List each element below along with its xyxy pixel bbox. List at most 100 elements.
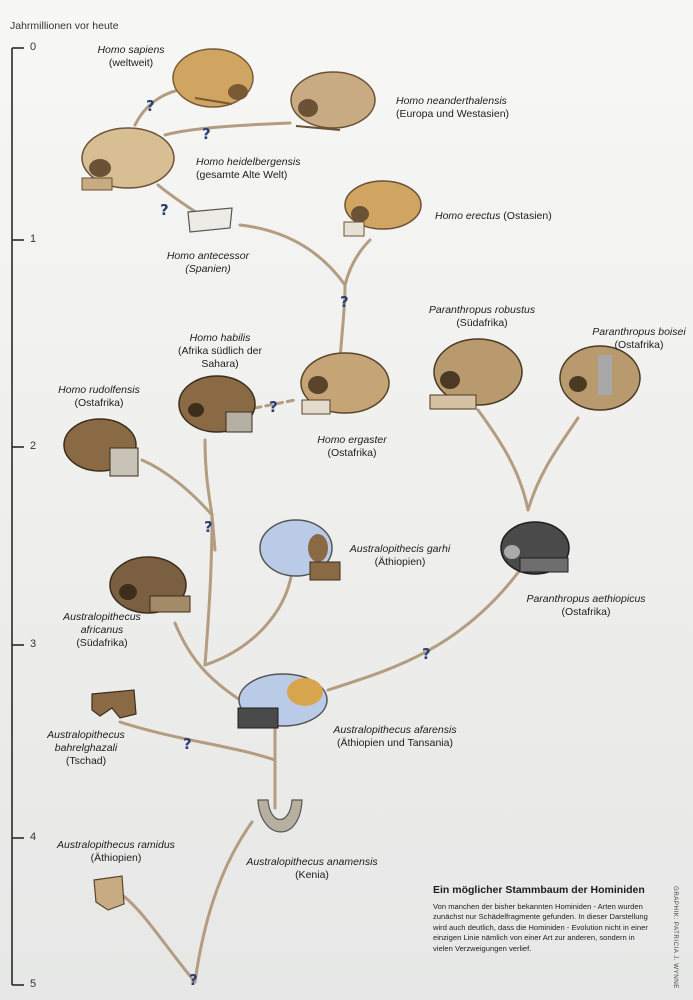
branch-habilis-ergaster — [253, 398, 297, 410]
axis-tick-label-0: 0 — [30, 41, 37, 53]
branch-bahrelghazali — [118, 720, 277, 762]
skull-australopithecus-ramidus — [93, 875, 125, 911]
label-australopithecus-bahrelghazali: Australopithecus bahrelghazali (Tschad) — [34, 729, 138, 768]
branch-boisei — [526, 416, 580, 512]
species-region: (gesamte Alte Welt) — [196, 169, 288, 181]
label-paranthropus-aethiopicus: Paranthropus aethiopicus (Ostafrika) — [520, 593, 652, 619]
branch-ergaster-up — [338, 283, 347, 362]
skull-homo-antecessor — [187, 207, 233, 233]
label-homo-erectus: Homo erectus (Ostasien) — [435, 210, 552, 223]
label-australopithecus-garhi: Australopithecis garhi (Äthiopien) — [334, 543, 466, 569]
species-name-line1: Australopithecus — [63, 611, 141, 623]
species-region: (Äthiopien) — [90, 852, 142, 864]
info-box: Ein möglicher Stammbaum der Hominiden Vo… — [433, 884, 648, 954]
species-name: Paranthropus robustus — [428, 304, 536, 316]
species-region: (Spanien) — [185, 263, 231, 275]
skull-homo-sapiens — [172, 48, 254, 108]
label-australopithecus-anamensis: Australopithecus anamensis (Kenia) — [232, 856, 392, 882]
skull-homo-ergaster — [300, 352, 390, 415]
question-mark-neanderthalensis: ? — [202, 125, 211, 143]
skull-australopithecus-anamensis — [257, 799, 303, 833]
label-homo-habilis: Homo habilis (Afrika südlich der Sahara) — [168, 332, 272, 371]
branch-erectus — [343, 238, 372, 287]
species-name: Australopithecus ramidus — [57, 839, 175, 851]
label-paranthropus-boisei: Paranthropus boisei (Ostafrika) — [584, 326, 693, 352]
species-region-line1: (Afrika südlich der — [177, 345, 263, 357]
branch-robustus — [476, 408, 530, 512]
axis-tick-label-4: 4 — [30, 831, 37, 843]
branch-neanderthalensis — [163, 121, 292, 137]
species-region: (Ostafrika) — [614, 339, 664, 351]
skull-homo-neanderthalensis — [290, 71, 376, 131]
species-region: (Ostasien) — [503, 210, 552, 222]
species-region: (weltweit) — [108, 57, 154, 69]
label-homo-neanderthalensis: Homo neanderthalensis (Europa und Westas… — [396, 95, 509, 121]
label-paranthropus-robustus: Paranthropus robustus (Südafrika) — [420, 304, 544, 330]
branch-rudolfensis — [140, 458, 214, 517]
skull-homo-habilis — [178, 375, 256, 433]
label-homo-sapiens: Homo sapiens (weltweit) — [88, 44, 174, 70]
label-australopithecus-africanus: Australopithecus africanus (Südafrika) — [50, 611, 154, 650]
skull-homo-erectus — [343, 180, 422, 237]
branches — [113, 88, 580, 984]
skull-australopithecus-garhi — [259, 519, 341, 581]
species-name: Homo erectus — [435, 210, 501, 222]
species-name-line1: Australopithecus — [47, 729, 125, 741]
skull-australopithecus-afarensis — [237, 673, 328, 729]
branch-aethiopicus — [326, 568, 522, 692]
species-name: Australopithecis garhi — [349, 543, 451, 555]
question-mark-bahrelghazali: ? — [183, 735, 192, 753]
info-title: Ein möglicher Stammbaum der Hominiden — [433, 884, 645, 896]
branch-anamensis — [193, 820, 254, 984]
axis-title: Jahrmillionen vor heute — [10, 20, 119, 32]
skull-paranthropus-aethiopicus — [500, 521, 570, 575]
branch-garhi — [203, 570, 294, 667]
question-mark-sapiens: ? — [146, 97, 155, 115]
branch-habilis — [203, 438, 214, 517]
skull-homo-rudolfensis — [63, 418, 139, 477]
skull-australopithecus-africanus — [109, 556, 191, 614]
species-name: Paranthropus aethiopicus — [526, 593, 646, 605]
species-name: Paranthropus boisei — [592, 326, 686, 338]
species-region: (Europa und Westasien) — [396, 108, 510, 120]
species-region: (Südafrika) — [456, 317, 508, 329]
skull-paranthropus-boisei — [559, 345, 641, 411]
branch-ramidus — [113, 888, 197, 984]
species-region: (Ostafrika) — [74, 397, 124, 409]
branch-homo-root — [203, 513, 214, 667]
species-region-line2: Sahara) — [201, 358, 239, 370]
species-name-line2: bahrelghazali — [54, 742, 118, 754]
branch-sapiens — [133, 88, 180, 127]
question-mark-antecessor: ? — [160, 201, 169, 219]
species-name: Australopithecus afarensis — [333, 724, 457, 736]
species-name: Homo antecessor — [166, 250, 250, 262]
skull-paranthropus-robustus — [429, 338, 523, 410]
label-homo-ergaster: Homo ergaster (Ostafrika) — [310, 434, 394, 460]
species-name: Australopithecus anamensis — [246, 856, 378, 868]
axis-tick-label-3: 3 — [30, 638, 37, 650]
axis-tick-label-2: 2 — [30, 440, 37, 452]
axis-tick-label-5: 5 — [30, 978, 37, 990]
skull-australopithecus-bahrelghazali — [91, 689, 137, 719]
species-region: (Äthiopien) — [374, 556, 426, 568]
question-mark-homo-root: ? — [204, 518, 213, 536]
question-mark-habilis-ergaster: ? — [269, 398, 278, 416]
species-name: Homo rudolfensis — [58, 384, 140, 396]
species-name: Homo heidelbergensis — [196, 156, 301, 168]
species-name: Homo ergaster — [317, 434, 387, 446]
label-homo-heidelbergensis: Homo heidelbergensis (gesamte Alte Welt) — [196, 156, 300, 182]
species-name: Homo habilis — [189, 332, 251, 344]
axis-tick-label-1: 1 — [30, 233, 37, 245]
species-region: (Südafrika) — [76, 637, 128, 649]
species-region: (Ostafrika) — [561, 606, 611, 618]
question-mark-ergaster: ? — [340, 293, 349, 311]
species-region: (Kenia) — [295, 869, 329, 881]
species-region: (Tschad) — [65, 755, 107, 767]
branch-antecessor — [238, 223, 347, 287]
branch-homo-stem — [210, 513, 217, 552]
graphic-credit: GRAPHIK: PATRICIA J. WYNNE — [672, 886, 679, 989]
question-mark-aethiopicus: ? — [422, 645, 431, 663]
label-australopithecus-afarensis: Australopithecus afarensis (Äthiopien un… — [322, 724, 468, 750]
